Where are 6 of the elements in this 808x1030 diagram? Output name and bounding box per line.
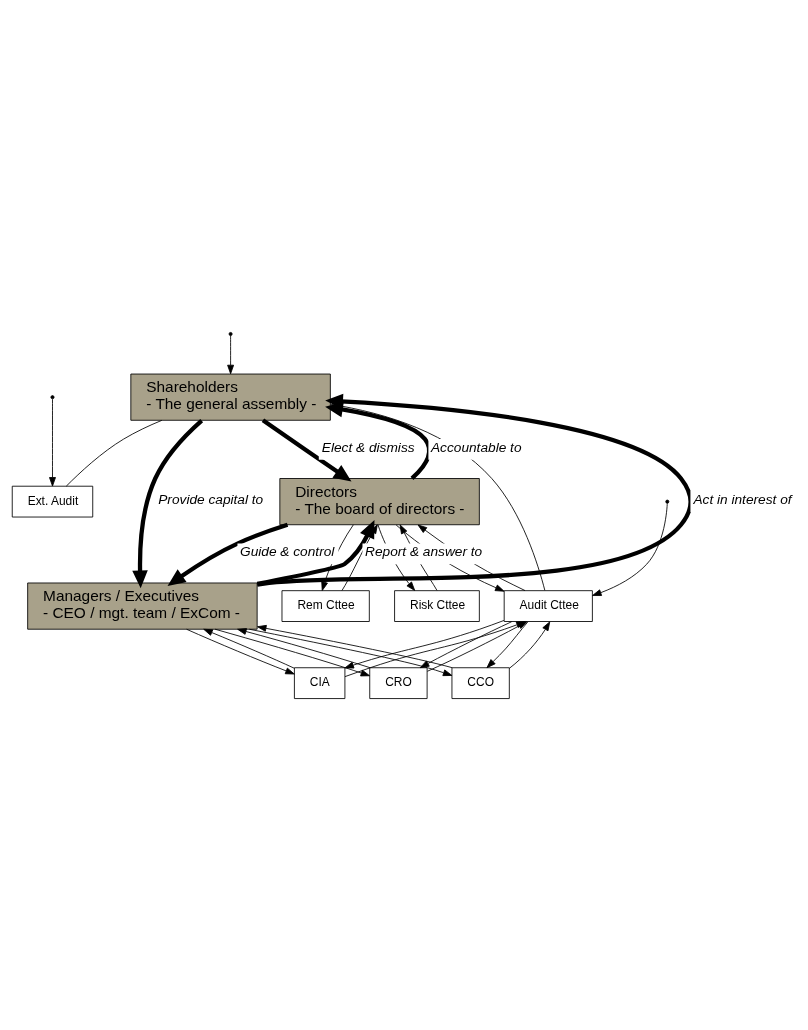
edge-label: Provide capital to — [158, 491, 264, 507]
edge-label: Report & answer to — [365, 543, 483, 559]
edge-label: Act in interest of — [693, 491, 792, 507]
edge-label: Elect & dismiss — [321, 439, 415, 455]
edge-label: Accountable to — [430, 439, 522, 455]
edge-label: Guide & control — [240, 543, 335, 559]
